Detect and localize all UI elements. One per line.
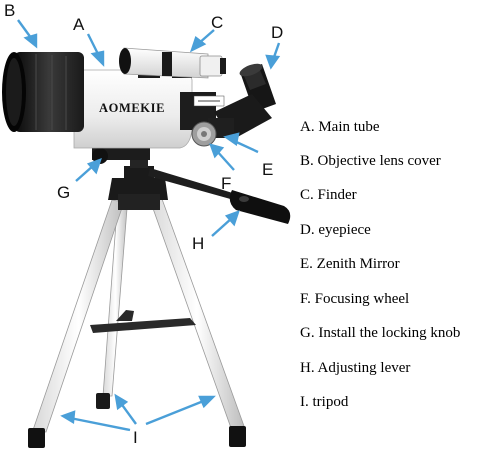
adjusting-lever (148, 168, 291, 224)
legend-item: C. Finder (300, 187, 357, 203)
legend-item: H. Adjusting lever (300, 360, 410, 376)
callout-arrow-f (215, 149, 235, 171)
legend-item: I. tripod (300, 394, 349, 410)
legend-item: E. Zenith Mirror (300, 256, 400, 272)
adjusting-lever-handle (229, 190, 291, 224)
legend-item: B. Objective lens cover (300, 153, 441, 169)
parts-legend: A. Main tube B. Objective lens cover C. … (300, 119, 460, 410)
objective-lens-cover (2, 52, 84, 132)
callout-label-d: D (271, 23, 283, 42)
finder-scope (119, 47, 226, 79)
tripod-foot-right (229, 426, 246, 447)
legend-item: G. Install the locking knob (300, 325, 460, 341)
callout-label-g: G (57, 183, 70, 202)
tripod-foot-left (28, 428, 45, 448)
callout-arrows (17, 19, 281, 432)
callout-arrow-h (211, 217, 233, 237)
legend-item: D. eyepiece (300, 222, 371, 238)
legend-item: A. Main tube (300, 119, 380, 135)
accessory-tray (90, 318, 196, 333)
locking-knob (92, 148, 108, 164)
eyepiece (239, 63, 276, 112)
tripod-foot-back (96, 393, 110, 409)
brand-label: AOMEKIE (99, 101, 165, 115)
tripod (28, 152, 246, 448)
callout-label-f: F (221, 174, 231, 193)
callout-label-h: H (192, 234, 204, 253)
callout-arrow-i-left (69, 416, 131, 432)
callout-letters: B A C D E F G H I (4, 1, 283, 447)
callout-label-c: C (211, 13, 223, 32)
callout-label-b: B (4, 1, 15, 20)
callout-label-i: I (133, 428, 138, 447)
callout-label-a: A (73, 15, 85, 34)
callout-label-e: E (262, 160, 273, 179)
main-tube: AOMEKIE (73, 69, 225, 164)
callout-arrow-i-right (145, 398, 207, 426)
focusing-wheel (191, 121, 217, 147)
legend-item: F. Focusing wheel (300, 291, 409, 307)
